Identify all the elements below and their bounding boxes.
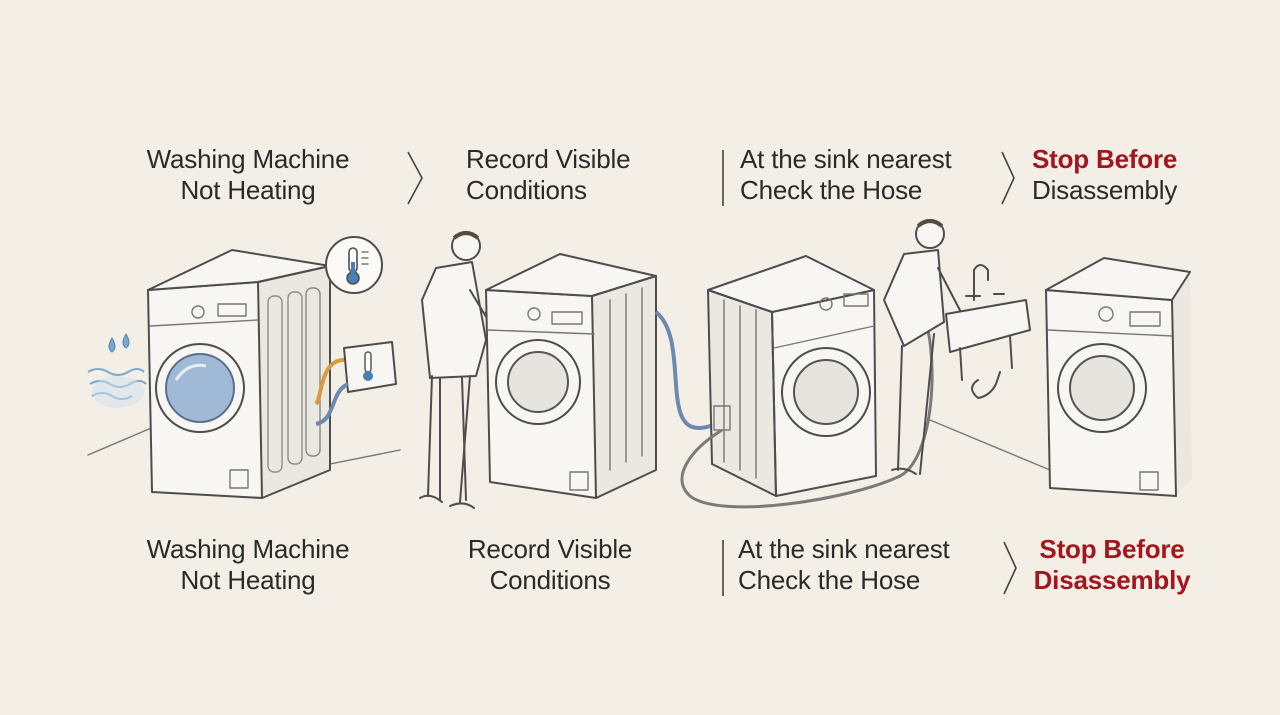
water-drops-icon <box>87 333 147 408</box>
sink <box>945 264 1031 399</box>
alert-label-line: Stop Before <box>1039 534 1185 564</box>
step-label-bottom-1: Washing Machine Not Heating <box>130 534 366 596</box>
thermostat-box <box>314 341 397 426</box>
label-line: Conditions <box>466 175 587 205</box>
step-label-top-4: Stop Before Disassembly <box>1032 144 1212 206</box>
label-line: At the sink nearest <box>738 534 950 564</box>
label-line: Disassembly <box>1032 175 1178 205</box>
step-label-bottom-2: Record Visible Conditions <box>440 534 660 596</box>
step-label-top-2: Record Visible Conditions <box>466 144 666 206</box>
step-label-bottom-3: At the sink nearest Check the Hose <box>738 534 978 596</box>
washing-machine-1 <box>147 249 331 499</box>
label-line: Not Heating <box>180 175 316 205</box>
label-line: Record Visible <box>467 534 633 564</box>
step-label-top-3: At the sink nearest Check the Hose <box>740 144 980 206</box>
label-line: Record Visible <box>466 144 631 174</box>
label-line: Check the Hose <box>738 565 921 595</box>
label-line: At the sink nearest <box>740 144 952 174</box>
step-label-top-1: Washing Machine Not Heating <box>130 144 366 206</box>
chevron-right-icon <box>407 151 423 205</box>
drain-hose <box>680 329 934 509</box>
divider-line <box>722 540 724 596</box>
chevron-right-icon <box>1003 541 1017 595</box>
label-line: Conditions <box>489 565 611 595</box>
label-line: Washing Machine <box>146 144 350 174</box>
label-line: Not Heating <box>180 565 316 595</box>
floor-line <box>929 419 1051 471</box>
label-line: Check the Hose <box>740 175 923 205</box>
washing-machine-2 <box>485 253 657 499</box>
chevron-right-icon <box>1001 151 1015 205</box>
label-line: Washing Machine <box>146 534 350 564</box>
alert-label-line: Disassembly <box>1033 565 1191 595</box>
technician-at-sink <box>883 219 965 475</box>
washing-machine-4 <box>1045 257 1192 497</box>
thermometer-icon <box>325 236 383 294</box>
divider-line <box>722 150 724 206</box>
step-label-bottom-4: Stop Before Disassembly <box>1030 534 1194 596</box>
washing-machine-3 <box>707 255 877 497</box>
alert-label-line: Stop Before <box>1032 144 1178 174</box>
